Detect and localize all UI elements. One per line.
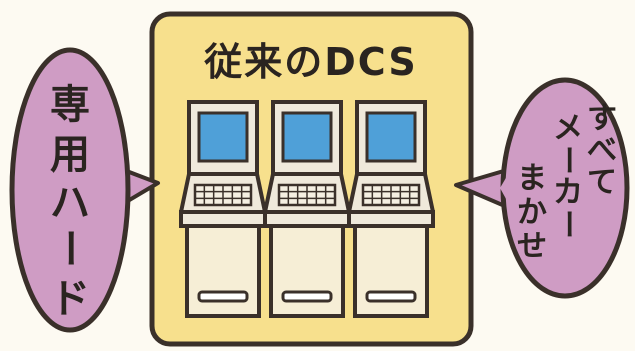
left-bubble-char: 用	[50, 132, 90, 178]
right-bubble-char: か	[517, 195, 547, 230]
desk-front-edge	[263, 210, 351, 228]
drawer-handle	[365, 290, 417, 303]
right-bubble-char: て	[587, 165, 617, 200]
console-unit	[179, 100, 267, 318]
right-bubble-char: ー	[550, 145, 585, 175]
left-bubble-text: 専 用 ハ ー ド	[46, 82, 92, 322]
left-bubble-char: ド	[50, 276, 90, 322]
right-bubble-char: カ	[553, 175, 583, 210]
monitor-screen	[365, 111, 417, 163]
drawer-handle	[197, 290, 249, 303]
desk-front-edge	[347, 210, 435, 228]
left-speech-bubble	[9, 47, 160, 333]
right-bubble-char: す	[587, 101, 617, 136]
control-consoles	[179, 100, 435, 318]
monitor-screen	[281, 111, 333, 163]
desk-front-edge	[179, 210, 267, 228]
left-bubble-char: ハ	[50, 180, 90, 226]
right-bubble-text: す べ て メ ー カ ー ま か せ	[517, 101, 617, 264]
drawer-handle	[281, 290, 333, 303]
right-bubble-char: メ	[553, 111, 583, 146]
console-unit	[347, 100, 435, 318]
console-unit	[263, 100, 351, 318]
right-bubble-char: べ	[587, 133, 617, 168]
right-speech-bubble	[454, 77, 630, 299]
right-bubble-char: ま	[517, 161, 547, 196]
monitor-screen	[197, 111, 249, 163]
left-bubble-char: 専	[50, 82, 90, 128]
panel-title: 従来のDCS	[203, 40, 418, 84]
right-bubble-char: ー	[550, 209, 585, 239]
left-bubble-char: ー	[46, 228, 92, 268]
right-bubble-char: せ	[517, 229, 547, 264]
